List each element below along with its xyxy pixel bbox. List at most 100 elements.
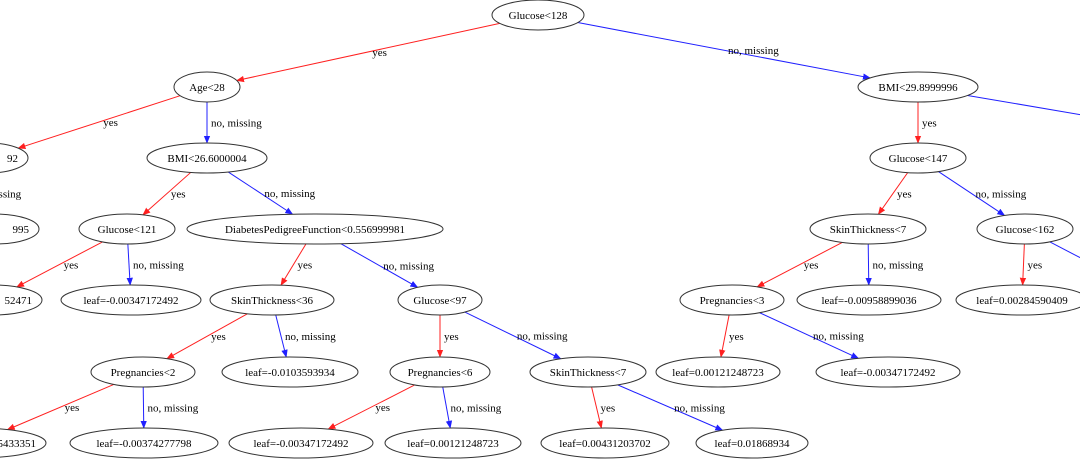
- edge-n9-n13: no, missing: [140, 386, 199, 429]
- edge-n18-n19: yes: [914, 102, 937, 144]
- leaf-node: leaf=0.01868934: [695, 427, 809, 459]
- edge-n0-n1: yes: [235, 22, 500, 83]
- edge-label: yes: [103, 117, 118, 129]
- node-ellipse: [815, 356, 961, 388]
- edge-line: [126, 243, 133, 286]
- node-ellipse: [679, 284, 785, 316]
- edge-label: no, missing: [813, 331, 864, 343]
- edge-label: yes: [65, 402, 80, 414]
- edge-n4-n4a: yes: [16, 241, 103, 288]
- edge-line: [1019, 243, 1027, 286]
- node-label: leaf=0.00284590409: [976, 295, 1068, 307]
- edge-label: no, missing: [148, 402, 199, 414]
- node-label: leaf=0.00121248723: [672, 367, 764, 379]
- edge-line: [938, 171, 1006, 216]
- edge-label: yes: [171, 189, 186, 201]
- edge-label: yes: [372, 47, 387, 59]
- edge-label: yes: [64, 259, 79, 271]
- edge-line: [235, 22, 500, 83]
- edge-line: [340, 243, 419, 288]
- split-node: SkinThickness<36: [209, 284, 335, 316]
- node-label: Glucose<162: [996, 224, 1055, 236]
- edge-label: no, missing: [873, 259, 924, 271]
- node-ellipse: [78, 213, 176, 245]
- split-node: DiabetesPedigreeFunction<0.556999981: [186, 213, 444, 245]
- node-ellipse: [529, 356, 647, 388]
- edge-label: no, missing: [976, 189, 1027, 201]
- edge-line: [166, 313, 248, 360]
- node-label: SkinThickness<36: [231, 295, 313, 307]
- split-node: Glucose<121: [78, 213, 176, 245]
- node-ellipse: [0, 428, 47, 458]
- node-ellipse: [0, 284, 43, 316]
- split-node: SkinThickness<7: [529, 356, 647, 388]
- node-ellipse: [60, 284, 202, 316]
- node-label: leaf=-0.00958899036: [821, 295, 917, 307]
- node-label: 995: [13, 224, 30, 236]
- leaf-node: leaf=-0.00958899036: [796, 284, 942, 316]
- node-label: SkinThickness<7: [550, 367, 627, 379]
- edge-line: [327, 384, 415, 430]
- node-label: Pregnancies<6: [408, 367, 473, 379]
- node-label: Pregnancies<3: [700, 295, 765, 307]
- edge-line: [756, 241, 843, 288]
- split-node: BMI<29.8999996: [857, 71, 979, 103]
- node-label: Pregnancies<2: [111, 367, 176, 379]
- edge-n11-n14: yes: [327, 384, 415, 430]
- split-node: BMI<26.6000004: [146, 142, 268, 174]
- edge-line: [464, 311, 562, 360]
- edge-line: [6, 383, 114, 431]
- edge-line: [275, 314, 288, 358]
- edge-line: [142, 172, 192, 216]
- leaf-node: leaf=-0.00347172492: [60, 284, 202, 316]
- edge-label: no, missing: [517, 330, 568, 342]
- leaf-node: leaf=0.00121248723: [384, 427, 522, 459]
- edge-n8-n12: no, missing: [464, 311, 568, 360]
- edge-label: yes: [897, 188, 912, 200]
- edge-line: [280, 243, 307, 286]
- edge-label: yes: [297, 260, 312, 272]
- edge-n21-n24: yes: [1019, 243, 1042, 286]
- leaf-node: leaf=0.00284590409: [955, 284, 1080, 316]
- edge-n12-n16: yes: [591, 386, 615, 429]
- edge-line: [17, 95, 181, 150]
- split-node: 92: [0, 143, 29, 173]
- split-node: Pregnancies<6: [389, 356, 491, 388]
- edge-n18-offR1: [967, 94, 1080, 116]
- node-ellipse: [655, 356, 781, 388]
- node-ellipse: [173, 71, 241, 103]
- node-ellipse: [146, 142, 268, 174]
- node-ellipse: [695, 427, 809, 459]
- edge-label: no, missing: [264, 188, 315, 200]
- split-node: Pregnancies<2: [90, 356, 196, 388]
- leaf-node: leaf=-0.00374277798: [69, 427, 219, 459]
- edge-line: [591, 386, 603, 429]
- edge-n19-n21: no, missing: [938, 171, 1027, 216]
- split-node: Glucose<97: [397, 284, 483, 316]
- leaf-node: leaf=0.00431203702: [540, 427, 670, 459]
- node-label: DiabetesPedigreeFunction<0.556999981: [225, 224, 405, 236]
- edge-label: no, missing: [285, 331, 336, 343]
- edge-n20-n23: no, missing: [865, 243, 924, 286]
- edge-line: [877, 172, 909, 215]
- node-label: leaf=0.00121248723: [407, 438, 499, 450]
- node-ellipse: [869, 142, 967, 174]
- edge-label: yes: [444, 331, 459, 343]
- edge-line: [1049, 241, 1080, 259]
- split-node: SkinThickness<7: [809, 213, 927, 245]
- node-label: 52471: [5, 295, 33, 307]
- node-label: Age<28: [189, 82, 225, 94]
- edge-line: [759, 312, 860, 359]
- node-label: Glucose<128: [509, 10, 568, 22]
- node-ellipse: [857, 71, 979, 103]
- node-ellipse: [796, 284, 942, 316]
- edge-n3-n5: no, missing: [228, 171, 316, 215]
- edge-n19-n20: yes: [877, 172, 912, 215]
- node-label: Glucose<147: [889, 153, 948, 165]
- leaf-node: leaf=-0.00347172492: [228, 427, 374, 459]
- edge-line: [140, 386, 147, 429]
- split-node: 5433351: [0, 428, 47, 458]
- edge-n5-n7: yes: [280, 243, 312, 286]
- edge-label: issing: [0, 188, 22, 200]
- edge-label: no, missing: [133, 259, 184, 271]
